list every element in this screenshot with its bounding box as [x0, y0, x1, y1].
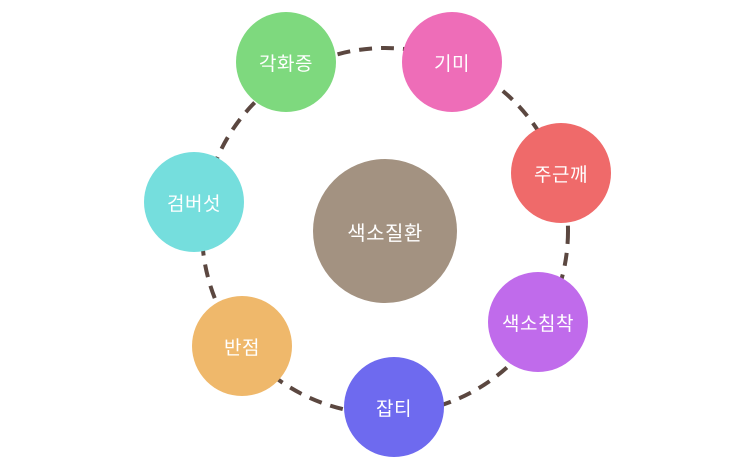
- node-jugeunkkae: 주근깨: [511, 123, 611, 223]
- node-gimi: 기미: [402, 12, 502, 112]
- node-label: 색소침착: [502, 312, 574, 335]
- node-saekso-chimchak: 색소침착: [488, 272, 588, 372]
- node-label: 반점: [224, 336, 260, 359]
- node-label: 각화증: [259, 52, 313, 75]
- node-japti: 잡티: [344, 357, 444, 457]
- node-geombeoseot: 검버섯: [144, 152, 244, 252]
- center-node-pigmentation: 색소질환: [313, 159, 457, 303]
- node-label: 주근깨: [534, 163, 588, 186]
- node-label: 검버섯: [167, 192, 221, 215]
- node-banjeom: 반점: [192, 296, 292, 396]
- node-label: 기미: [434, 52, 470, 75]
- node-label: 잡티: [376, 397, 412, 420]
- node-gakhwajeung: 각화증: [236, 12, 336, 112]
- center-node-label: 색소질환: [347, 220, 423, 245]
